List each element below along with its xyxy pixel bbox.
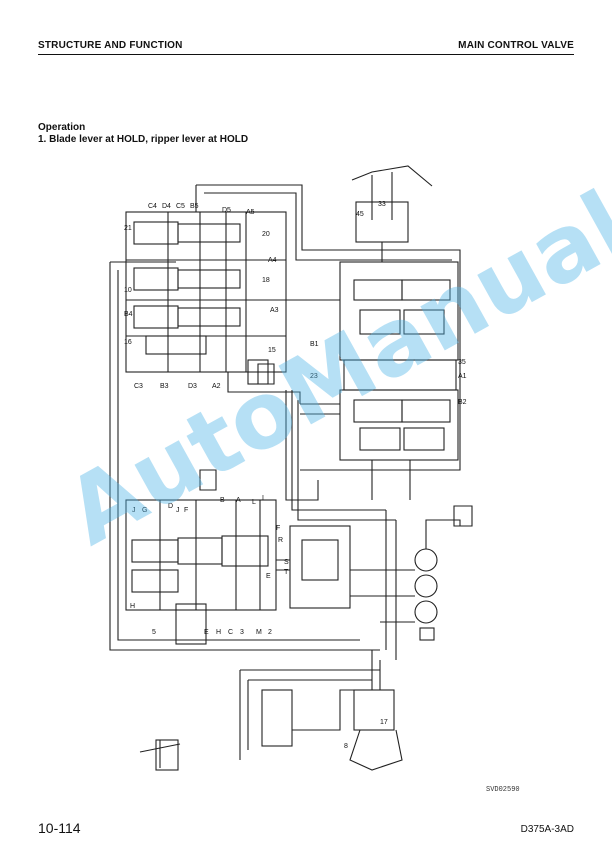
svg-text:H: H [216, 629, 221, 636]
component-labels: 21 C4 D4 C5 B5 D5 A5 20 A4 18 10 B4 16 C… [124, 201, 467, 750]
operation-heading: Operation [38, 122, 86, 133]
svg-text:D: D [168, 503, 173, 510]
svg-text:J: J [132, 507, 136, 514]
svg-text:G: G [142, 507, 147, 514]
svg-text:H: H [130, 603, 135, 610]
svg-text:A5: A5 [246, 209, 255, 216]
svg-text:20: 20 [262, 231, 270, 238]
svg-text:S: S [284, 559, 289, 566]
topic-title: MAIN CONTROL VALVE [458, 40, 574, 51]
model-code: D375A-3AD [520, 824, 574, 835]
svg-text:10: 10 [124, 287, 132, 294]
page-number: 10-114 [38, 820, 81, 836]
svg-text:18: 18 [262, 277, 270, 284]
header-rule [38, 54, 574, 55]
svg-text:A2: A2 [212, 383, 221, 390]
svg-text:A: A [236, 497, 241, 504]
svg-text:C4: C4 [148, 203, 157, 210]
svg-text:D5: D5 [222, 207, 231, 214]
svg-text:B2: B2 [458, 399, 467, 406]
svg-text:F: F [184, 507, 188, 514]
svg-text:I: I [262, 495, 264, 502]
svg-text:8: 8 [344, 743, 348, 750]
svg-text:B5: B5 [190, 203, 199, 210]
drawing-id: SVD02590 [486, 786, 520, 794]
svg-text:17: 17 [380, 719, 388, 726]
svg-text:D3: D3 [188, 383, 197, 390]
svg-text:B: B [220, 497, 225, 504]
svg-text:2: 2 [268, 629, 272, 636]
svg-text:F: F [276, 525, 280, 532]
section-title: STRUCTURE AND FUNCTION [38, 40, 183, 51]
svg-text:35: 35 [458, 359, 466, 366]
svg-text:15: 15 [268, 347, 276, 354]
svg-text:A3: A3 [270, 307, 279, 314]
svg-text:16: 16 [124, 339, 132, 346]
svg-text:A4: A4 [268, 257, 277, 264]
svg-text:E: E [266, 573, 271, 580]
svg-text:E: E [204, 629, 209, 636]
svg-text:J: J [176, 507, 180, 514]
svg-text:M: M [256, 629, 262, 636]
svg-text:B4: B4 [124, 311, 133, 318]
svg-text:3: 3 [240, 629, 244, 636]
svg-text:A1: A1 [458, 373, 467, 380]
operation-step: 1. Blade lever at HOLD, ripper lever at … [38, 134, 249, 145]
svg-text:T: T [284, 569, 289, 576]
svg-text:5: 5 [152, 629, 156, 636]
svg-text:23: 23 [310, 373, 318, 380]
svg-text:45: 45 [356, 211, 364, 218]
svg-text:33: 33 [378, 201, 386, 208]
svg-text:C5: C5 [176, 203, 185, 210]
svg-text:B1: B1 [310, 341, 319, 348]
svg-text:R: R [278, 537, 283, 544]
svg-text:L: L [252, 499, 256, 506]
svg-text:D4: D4 [162, 203, 171, 210]
svg-text:21: 21 [124, 225, 132, 232]
svg-text:C3: C3 [134, 383, 143, 390]
svg-text:C: C [228, 629, 233, 636]
svg-text:B3: B3 [160, 383, 169, 390]
